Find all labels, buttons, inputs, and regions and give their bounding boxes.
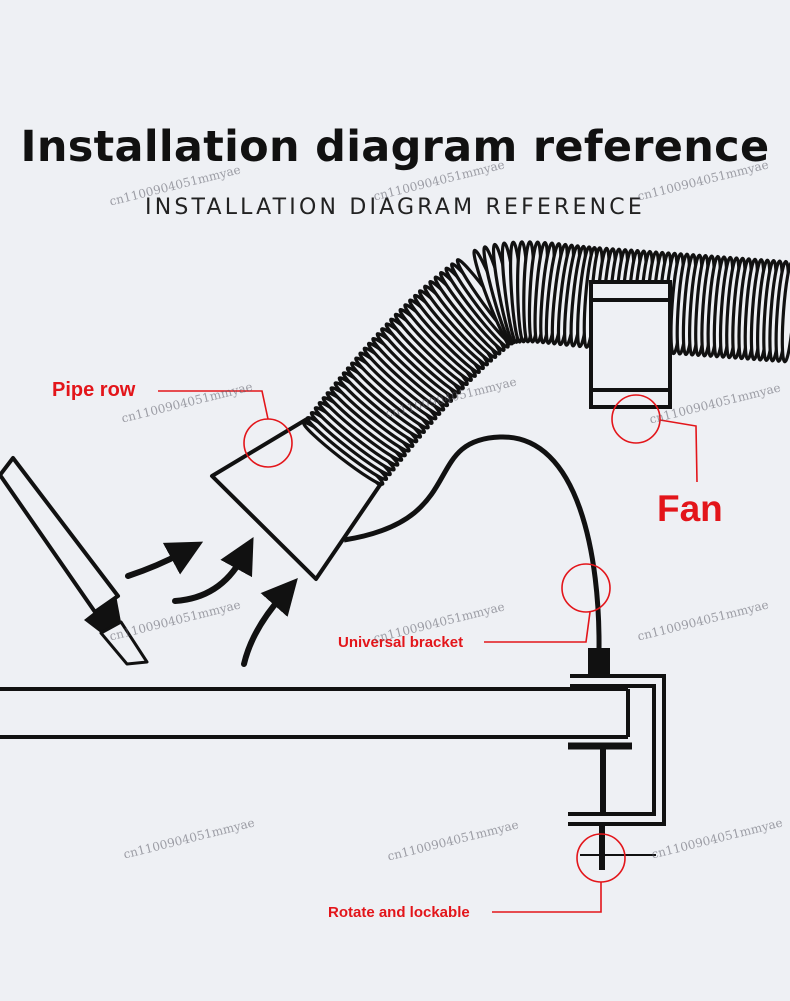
page-title: Installation diagram reference xyxy=(20,122,770,172)
bracket-callout-circle xyxy=(561,563,611,613)
hose-rib xyxy=(780,260,790,364)
fan-callout-circle xyxy=(611,394,661,444)
universal-bracket-arm xyxy=(343,434,610,676)
universal-bracket-label: Universal bracket xyxy=(338,634,464,651)
desk-table xyxy=(0,687,628,739)
page-subtitle: INSTALLATION DIAGRAM REFERENCE xyxy=(145,195,645,220)
rotate-lockable-label: Rotate and lockable xyxy=(328,904,470,921)
soldering-iron xyxy=(0,456,149,666)
callouts xyxy=(158,390,698,913)
fan-label: Fan xyxy=(657,488,723,529)
fan-coupling xyxy=(589,280,672,409)
pipe-row-label: Pipe row xyxy=(52,379,136,401)
table-clamp xyxy=(568,674,666,870)
airflow-arrows xyxy=(125,536,298,667)
